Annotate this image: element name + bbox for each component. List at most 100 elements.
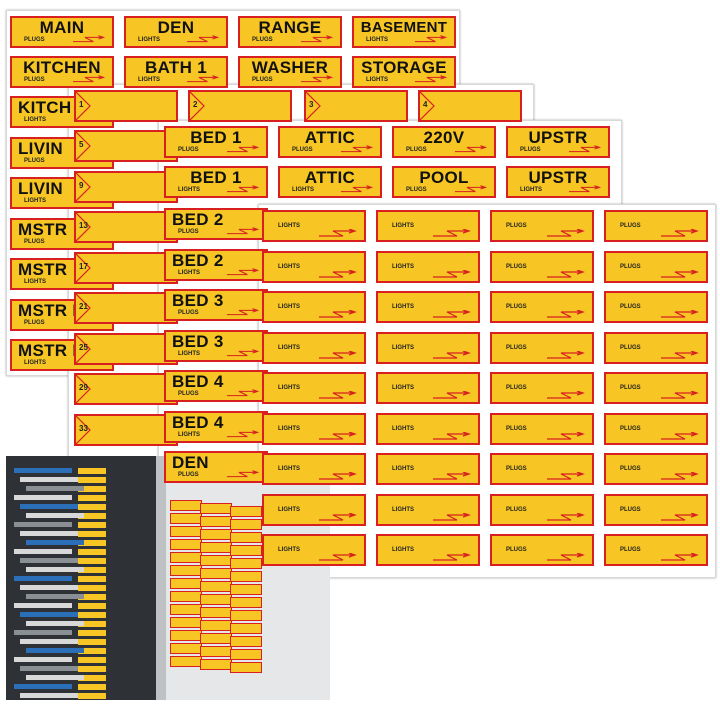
circuit-label: PLUGS <box>604 291 708 323</box>
lightning-arrow-icon <box>661 269 699 278</box>
label-circuit-type: LIGHTS <box>178 187 200 193</box>
label-circuit-type: LIGHTS <box>138 37 160 43</box>
wire-bundle <box>14 630 72 635</box>
mini-label <box>170 617 202 628</box>
lightning-arrow-icon <box>547 431 585 440</box>
label-circuit-type: LIGHTS <box>24 360 46 366</box>
circuit-label: LIGHTS <box>376 453 480 485</box>
label-circuit-type: LIGHTS <box>366 77 388 83</box>
lightning-arrow-icon <box>227 267 260 275</box>
mini-label <box>230 558 262 569</box>
mini-label <box>170 604 202 615</box>
label-circuit-type: PLUGS <box>252 77 273 83</box>
number-tab-icon <box>76 172 91 201</box>
mini-label <box>170 539 202 550</box>
mini-label <box>170 630 202 641</box>
label-title: KITCH <box>18 98 72 117</box>
label-circuit-type: LIGHTS <box>366 37 388 43</box>
breaker-row <box>78 585 106 591</box>
breaker-row <box>78 540 106 546</box>
circuit-label: LIGHTS <box>376 331 480 364</box>
circuit-label: LIGHTS <box>376 412 480 445</box>
label-title: UPSTR <box>528 128 588 147</box>
label-circuit-type: LIGHTS <box>292 187 314 193</box>
mini-label <box>170 565 202 576</box>
mini-label <box>230 506 262 517</box>
label-circuit-type: LIGHTS <box>278 304 300 310</box>
lightning-arrow-icon <box>319 391 357 399</box>
lightning-arrow-icon <box>547 269 585 278</box>
circuit-label: LIGHTS <box>262 331 366 364</box>
label-circuit-type: LIGHTS <box>278 385 300 391</box>
lightning-arrow-icon <box>661 310 699 318</box>
lightning-arrow-icon <box>661 553 699 561</box>
mini-label <box>170 578 202 589</box>
label-title: BED 4 <box>172 412 224 432</box>
numbered-label: 29 <box>74 373 178 405</box>
label-circuit-type: LIGHTS <box>278 344 300 351</box>
lightning-arrow-icon <box>73 75 106 83</box>
mini-label <box>230 532 262 543</box>
label-circuit-type: LIGHTS <box>278 466 300 472</box>
label-title: ATTIC <box>304 168 356 187</box>
label-circuit-type: LIGHTS <box>392 466 414 472</box>
breaker-row <box>78 648 106 654</box>
label-circuit-type: LIGHTS <box>392 263 414 270</box>
wire-bundle <box>14 468 72 473</box>
circuit-label: PLUGS <box>490 534 594 566</box>
lightning-arrow-icon <box>661 350 699 359</box>
lightning-arrow-icon <box>433 553 471 561</box>
wire-bundle <box>26 567 84 572</box>
label-circuit-type: PLUGS <box>178 472 199 478</box>
label-circuit-type: PLUGS <box>620 344 641 351</box>
lightning-arrow-icon <box>187 75 220 83</box>
lightning-arrow-icon <box>187 35 220 43</box>
wire-bundle <box>14 549 72 554</box>
circuit-label: PLUGS <box>604 372 708 404</box>
number-tab-icon <box>76 375 91 403</box>
label-circuit-type: PLUGS <box>620 223 641 229</box>
label-circuit-type: PLUGS <box>620 425 641 432</box>
label-circuit-type: PLUGS <box>252 37 273 43</box>
label-title: BED 2 <box>172 250 224 270</box>
circuit-label: PLUGS <box>604 493 708 526</box>
lightning-arrow-icon <box>547 472 585 480</box>
circuit-label: LIGHTS <box>262 453 366 485</box>
circuit-label: PLUGS <box>604 250 708 283</box>
label-circuit-type: LIGHTS <box>392 304 414 310</box>
lightning-arrow-icon <box>433 350 471 359</box>
wire-bundle <box>14 603 72 608</box>
mini-label <box>230 571 262 582</box>
wire-bundle <box>26 621 84 626</box>
breaker-row <box>78 531 106 537</box>
circuit-number: 25 <box>79 342 88 352</box>
wire-bundle <box>20 585 78 590</box>
wire-bundle <box>14 522 72 527</box>
lightning-arrow-icon <box>433 472 471 480</box>
label-title: BED 2 <box>172 210 224 229</box>
circuit-label: PLUGS <box>490 372 594 404</box>
circuit-label: LIGHTS <box>376 291 480 323</box>
circuit-label: PLUGS <box>604 210 708 242</box>
lightning-arrow-icon <box>319 310 357 318</box>
circuit-label: PLUGS <box>604 453 708 485</box>
breaker-row <box>78 486 106 492</box>
label-title: STORAGE <box>361 58 447 77</box>
label-title: LIVIN <box>18 179 63 198</box>
label-title: KITCHEN <box>23 58 101 77</box>
label-circuit-type: LIGHTS <box>392 344 414 351</box>
wire-bundle <box>20 558 78 563</box>
label-title: UPSTR <box>528 168 588 187</box>
label-circuit-type: LIGHTS <box>392 506 414 513</box>
lightning-arrow-icon <box>433 391 471 399</box>
